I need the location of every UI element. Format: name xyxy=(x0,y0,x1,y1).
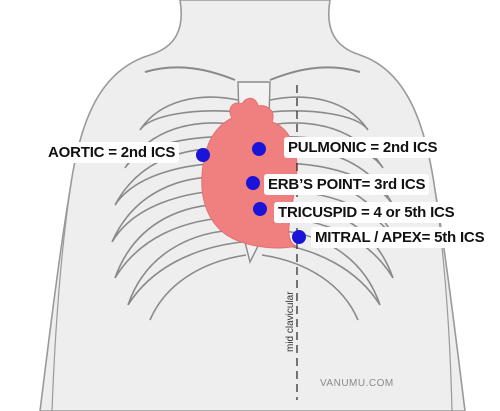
pulmonic-dot xyxy=(252,142,266,156)
watermark: VANUMU.COM xyxy=(320,378,394,389)
clavicle-right xyxy=(269,66,361,81)
erbs-point-dot xyxy=(246,176,260,190)
mid-clavicular-label: mid clavicular xyxy=(285,291,296,352)
aortic-dot xyxy=(196,148,210,162)
tricuspid-dot xyxy=(253,202,267,216)
rib-cage xyxy=(111,96,397,321)
clavicle-left xyxy=(144,66,236,81)
erbs-point-label: ERB’S POINT= 3rd ICS xyxy=(264,174,430,195)
tricuspid-label: TRICUSPID = 4 or 5th ICS xyxy=(274,202,459,223)
aortic-label: AORTIC = 2nd ICS xyxy=(44,142,180,163)
mitral-apex-label: MITRAL / APEX= 5th ICS xyxy=(311,227,489,248)
mitral-apex-dot xyxy=(292,230,306,244)
pulmonic-label: PULMONIC = 2nd ICS xyxy=(284,137,442,158)
